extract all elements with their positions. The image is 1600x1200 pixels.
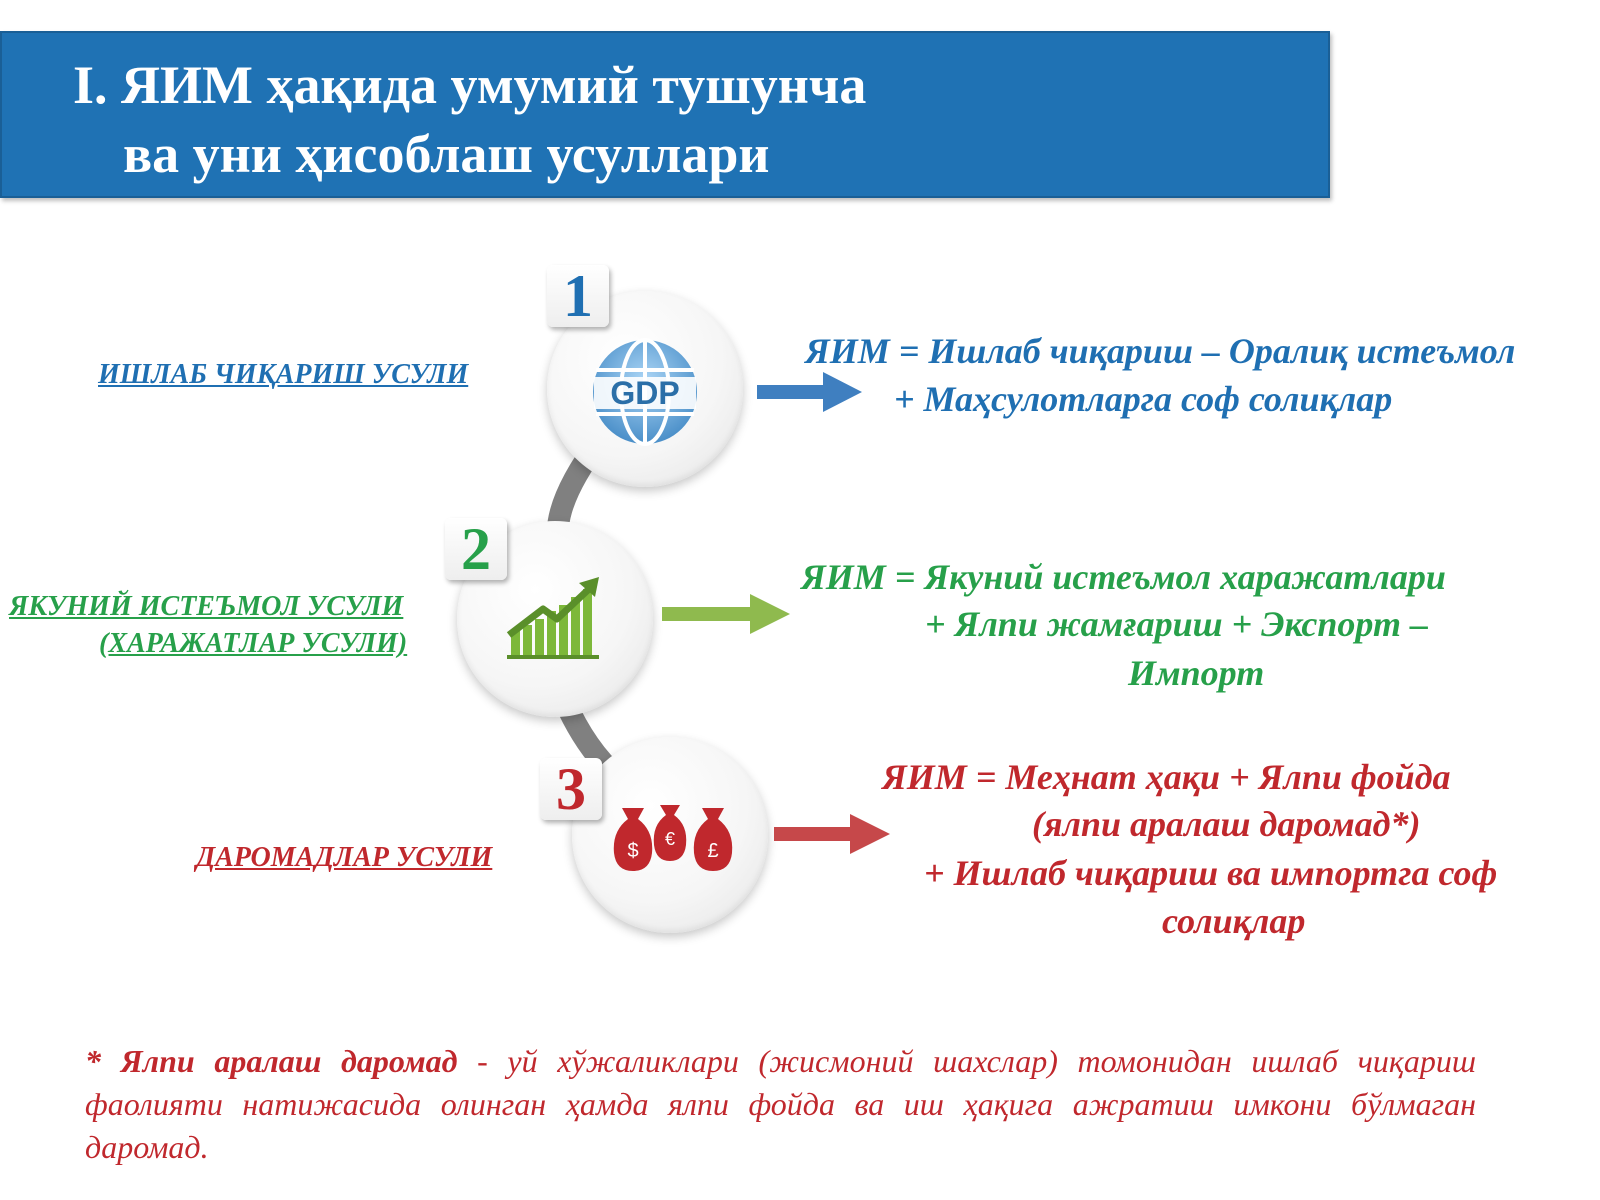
growth-bar-chart-icon [506,577,599,659]
income-formula-line-1: ЯИМ = Меҳнат ҳақи + Ялпи фойда [882,757,1451,797]
income-method-label: ДАРОМАДЛАР УСУЛИ [196,842,493,873]
arrow-3 [774,814,890,854]
method-1-number-badge: 1 [547,265,609,327]
page-title-line-2: ва уни ҳисоблаш усуллари [123,124,770,184]
expenditure-method-label-line-1: ЯКУНИЙ ИСТЕЪМОЛ УСУЛИ [9,591,404,622]
dollar-sign: $ [627,840,638,862]
expenditure-formula-line-1: ЯИМ = Якуний истеъмол харажатлари [801,557,1446,597]
production-formula-line-1: ЯИМ = Ишлаб чиқариш – Оралиқ истеъмол [805,331,1516,371]
footnote: * Ялпи аралаш даромад - уй хўжаликлари (… [85,1040,1476,1169]
footnote-term: * Ялпи аралаш даромад [85,1043,458,1079]
page-title-line-1: I. ЯИМ ҳақида умумий тушунча [73,55,867,115]
income-formula-line-2: (ялпи аралаш даромад*) [1032,804,1421,844]
footnote-definition: - уй хўжаликлари (жисмоний шахслар) томо… [85,1043,1477,1165]
gdp-globe-icon: GDP [593,338,697,446]
pound-sign: £ [707,840,718,862]
arrow-2 [662,594,790,634]
arrow-1 [757,372,862,412]
expenditure-formula-line-2: + Ялпи жамғариш + Экспорт – [925,604,1428,644]
method-2-number-badge: 2 [445,518,507,580]
expenditure-formula-line-3: Импорт [1128,653,1265,693]
income-formula-line-4: солиқлар [1162,901,1306,941]
method-3-number-badge: 3 [540,758,602,820]
income-formula-line-3: + Ишлаб чиқариш ва импортга соф [924,853,1498,893]
money-bags-icon: $ € £ [613,805,733,871]
gdp-label: GDP [610,375,679,411]
production-formula-line-2: + Маҳсулотларга соф солиқлар [894,379,1393,419]
euro-sign: € [665,829,675,849]
title-banner [0,31,1330,198]
expenditure-method-label-line-2: (ХАРАЖАТЛАР УСУЛИ) [99,628,408,659]
production-method-label: ИШЛАБ ЧИҚАРИШ УСУЛИ [98,359,469,390]
